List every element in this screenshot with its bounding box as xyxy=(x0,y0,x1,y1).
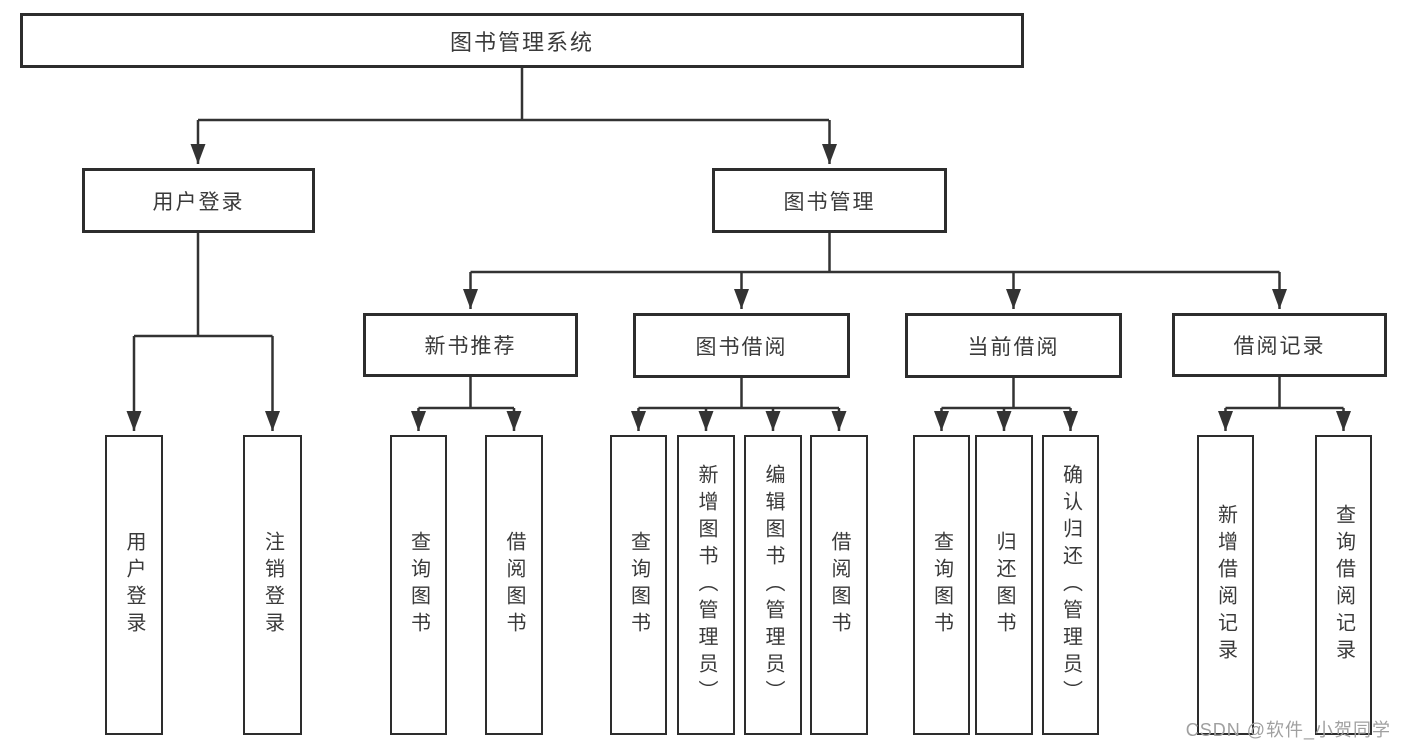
node-new-book-recommend: 新书推荐 xyxy=(363,313,578,377)
leaf-records-add: 新增借阅记录 xyxy=(1197,435,1254,735)
node-new-book-recommend-label: 新书推荐 xyxy=(424,335,517,358)
node-user-login: 用户登录 xyxy=(82,168,315,233)
node-current-borrow: 当前借阅 xyxy=(905,313,1122,378)
leaf-current-return-label: 归还图书 xyxy=(993,531,1015,639)
leaf-borrow-query-label: 查询图书 xyxy=(627,531,650,639)
leaf-newbooks-borrow-label: 借阅图书 xyxy=(503,531,525,639)
leaf-user-login: 用户登录 xyxy=(105,435,163,735)
node-root-label: 图书管理系统 xyxy=(449,29,594,55)
leaf-logout-label: 注销登录 xyxy=(261,531,284,639)
node-borrow-records-label: 借阅记录 xyxy=(1233,335,1326,358)
csdn-watermark: CSDN @软件_小贺同学 xyxy=(1185,720,1391,740)
leaf-newbooks-borrow: 借阅图书 xyxy=(485,435,543,735)
leaf-borrow-add-admin: 新增图书（管理员） xyxy=(677,435,735,735)
leaf-newbooks-query-label: 查询图书 xyxy=(407,531,430,639)
leaf-user-login-label: 用户登录 xyxy=(123,531,145,639)
leaf-logout: 注销登录 xyxy=(243,435,302,735)
node-book-borrow-label: 图书借阅 xyxy=(695,335,788,359)
leaf-borrow-query: 查询图书 xyxy=(610,435,667,735)
node-user-login-label: 用户登录 xyxy=(152,190,245,214)
leaf-records-query-label: 查询借阅记录 xyxy=(1332,504,1355,666)
leaf-borrow-edit-admin-label: 编辑图书（管理员） xyxy=(762,463,784,707)
node-current-borrow-label: 当前借阅 xyxy=(967,335,1060,359)
leaf-records-query: 查询借阅记录 xyxy=(1315,435,1372,735)
leaf-current-confirm-admin: 确认归还（管理员） xyxy=(1042,435,1099,735)
leaf-borrow-add-admin-label: 新增图书（管理员） xyxy=(695,463,717,707)
leaf-current-query-label: 查询图书 xyxy=(930,531,953,639)
leaf-newbooks-query: 查询图书 xyxy=(390,435,447,735)
node-book-borrow: 图书借阅 xyxy=(633,313,850,378)
node-root-system: 图书管理系统 xyxy=(20,13,1024,68)
leaf-records-add-label: 新增借阅记录 xyxy=(1214,504,1237,666)
node-book-management: 图书管理 xyxy=(712,168,947,233)
leaf-current-confirm-admin-label: 确认归还（管理员） xyxy=(1059,463,1082,707)
leaf-current-return: 归还图书 xyxy=(975,435,1033,735)
leaf-borrow-edit-admin: 编辑图书（管理员） xyxy=(744,435,802,735)
leaf-borrow-book: 借阅图书 xyxy=(810,435,868,735)
leaf-borrow-book-label: 借阅图书 xyxy=(828,531,850,639)
leaf-current-query: 查询图书 xyxy=(913,435,970,735)
node-book-management-label: 图书管理 xyxy=(783,190,876,214)
node-borrow-records: 借阅记录 xyxy=(1172,313,1387,377)
